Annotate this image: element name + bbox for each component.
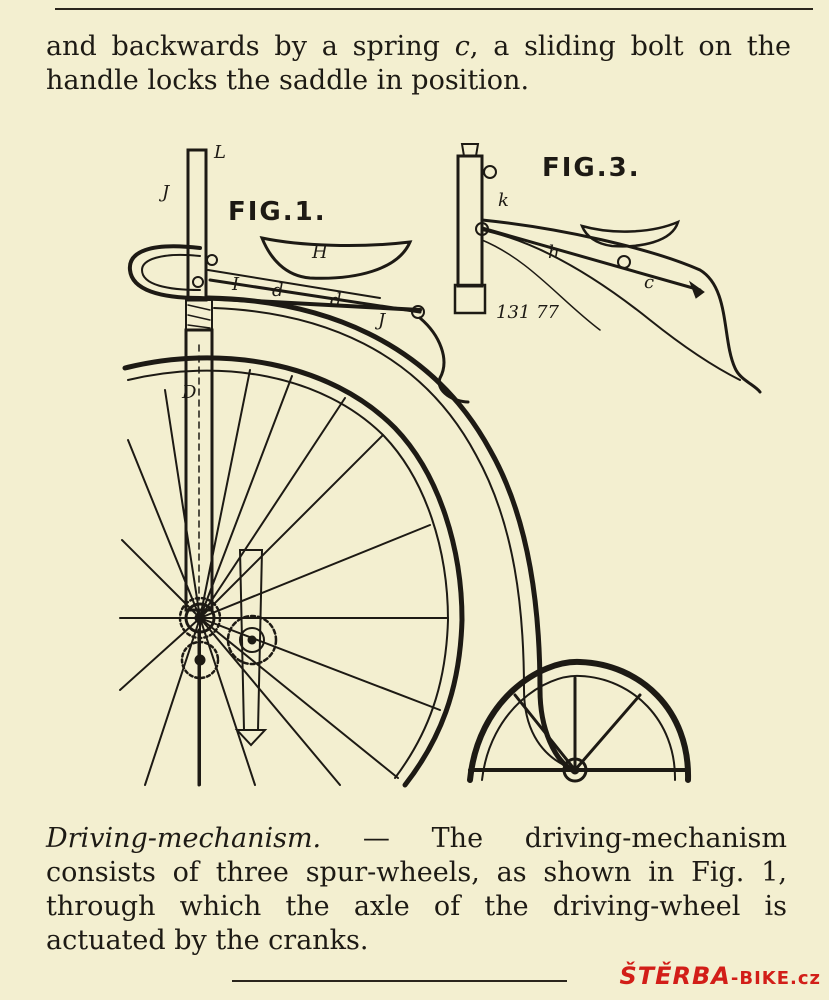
fig1-label: FIG.1.	[228, 197, 327, 227]
letter-J-2: J	[374, 310, 387, 331]
top-line-2: handle locks the saddle in position.	[46, 65, 530, 96]
handle-frame	[127, 244, 470, 404]
bottom-paragraph: Driving-mechanism. — The driving-mechani…	[46, 822, 787, 958]
letter-I: I	[231, 274, 240, 295]
patent-number: 131 77	[496, 302, 560, 323]
watermark-suffix: -BIKE.cz	[730, 968, 821, 989]
spring-letter: c	[454, 31, 470, 62]
top-paragraph: and backwards by a spring c, a sliding b…	[46, 30, 791, 98]
rear-wheel	[467, 658, 692, 783]
saddle	[259, 235, 413, 280]
top-rule	[55, 8, 813, 10]
section-title: Driving-mechanism.	[46, 823, 322, 854]
bottom-rule	[232, 980, 567, 982]
top-line-1: and backwards by a spring c, a sliding b…	[46, 30, 791, 64]
spur-wheels	[178, 549, 278, 747]
bottom-line-1: Driving-mechanism. — The driving-mechani…	[46, 822, 787, 856]
top-line-1-a: and backwards by a spring	[46, 31, 455, 62]
letter-c: c	[644, 272, 654, 293]
letter-L: L	[213, 142, 226, 163]
fig3-label: FIG.3.	[542, 153, 641, 183]
bicycle-patent-figure: FIG.1. FIG.3. 131 77 L J H I d d J D k h…	[119, 142, 762, 788]
bottom-line-4: actuated by the cranks.	[46, 925, 369, 956]
letter-D: D	[181, 382, 197, 403]
letter-d-1: d	[272, 280, 284, 301]
letter-H: H	[311, 242, 328, 263]
bottom-line-3: through which the axle of the driving-wh…	[46, 891, 787, 922]
letter-h: h	[548, 242, 560, 263]
bottom-line-2: consists of three spur-wheels, as shown …	[46, 857, 787, 888]
bottom-line-1-rest: — The driving-mechanism	[321, 823, 787, 854]
letter-J: J	[158, 182, 171, 203]
driving-wheel	[119, 355, 465, 788]
top-line-1-b: , a sliding bolt on the	[469, 31, 791, 62]
fig3-detail	[453, 143, 762, 394]
steering-column	[184, 148, 214, 787]
watermark-brand: ŠTĚRBA	[619, 962, 731, 990]
letter-k: k	[498, 190, 509, 211]
backbone	[205, 295, 575, 773]
watermark: ŠTĚRBA-BIKE.cz	[619, 962, 821, 990]
letter-d-2: d	[330, 290, 342, 311]
